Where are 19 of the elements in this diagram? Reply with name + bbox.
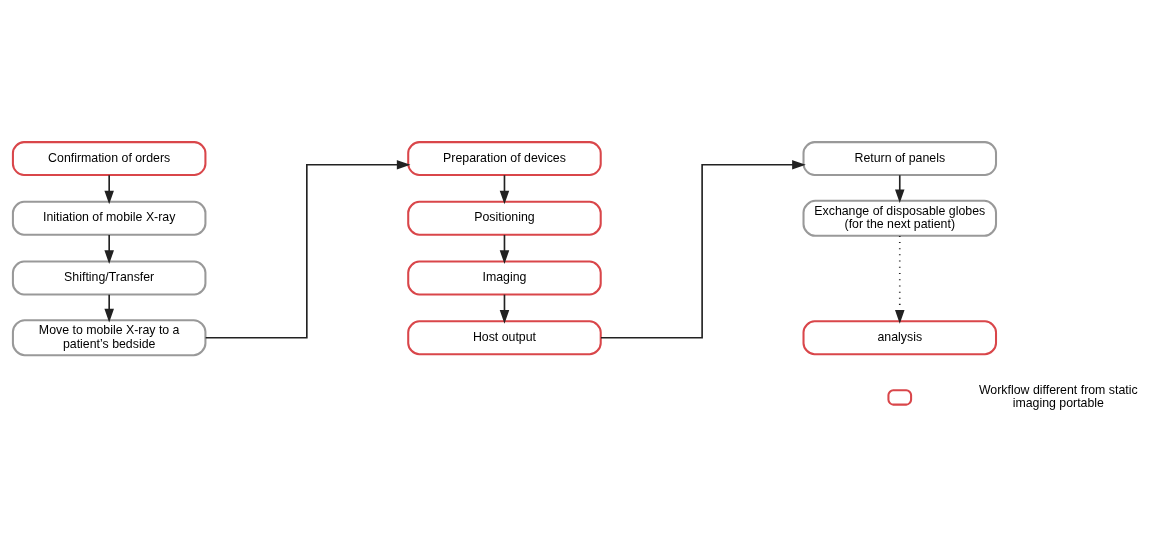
node-box: Preparation of devices bbox=[407, 141, 602, 177]
arrow bbox=[104, 293, 114, 323]
node-box: Positioning bbox=[407, 200, 602, 236]
arrow bbox=[600, 160, 806, 339]
arrow bbox=[104, 174, 114, 205]
arrow bbox=[104, 234, 114, 264]
node-box: analysis bbox=[802, 320, 998, 356]
node-box: Imaging bbox=[407, 260, 602, 296]
node-box: Move to mobile X-ray to a patient’s bedside bbox=[11, 319, 207, 357]
node-box: Host output bbox=[407, 320, 602, 356]
legend-label: Workflow different from static imaging portable bbox=[978, 382, 1138, 411]
node-box: Exchange of disposable globes (for the next patient) bbox=[802, 199, 998, 237]
node-box: Return of panels bbox=[802, 141, 998, 177]
arrow bbox=[895, 235, 905, 324]
node-box: Initiation of mobile X-ray bbox=[11, 200, 207, 236]
arrow bbox=[895, 174, 905, 203]
node-box: Confirmation of orders bbox=[11, 141, 207, 177]
node-box: Shifting/Transfer bbox=[11, 260, 207, 296]
arrow bbox=[204, 160, 411, 339]
